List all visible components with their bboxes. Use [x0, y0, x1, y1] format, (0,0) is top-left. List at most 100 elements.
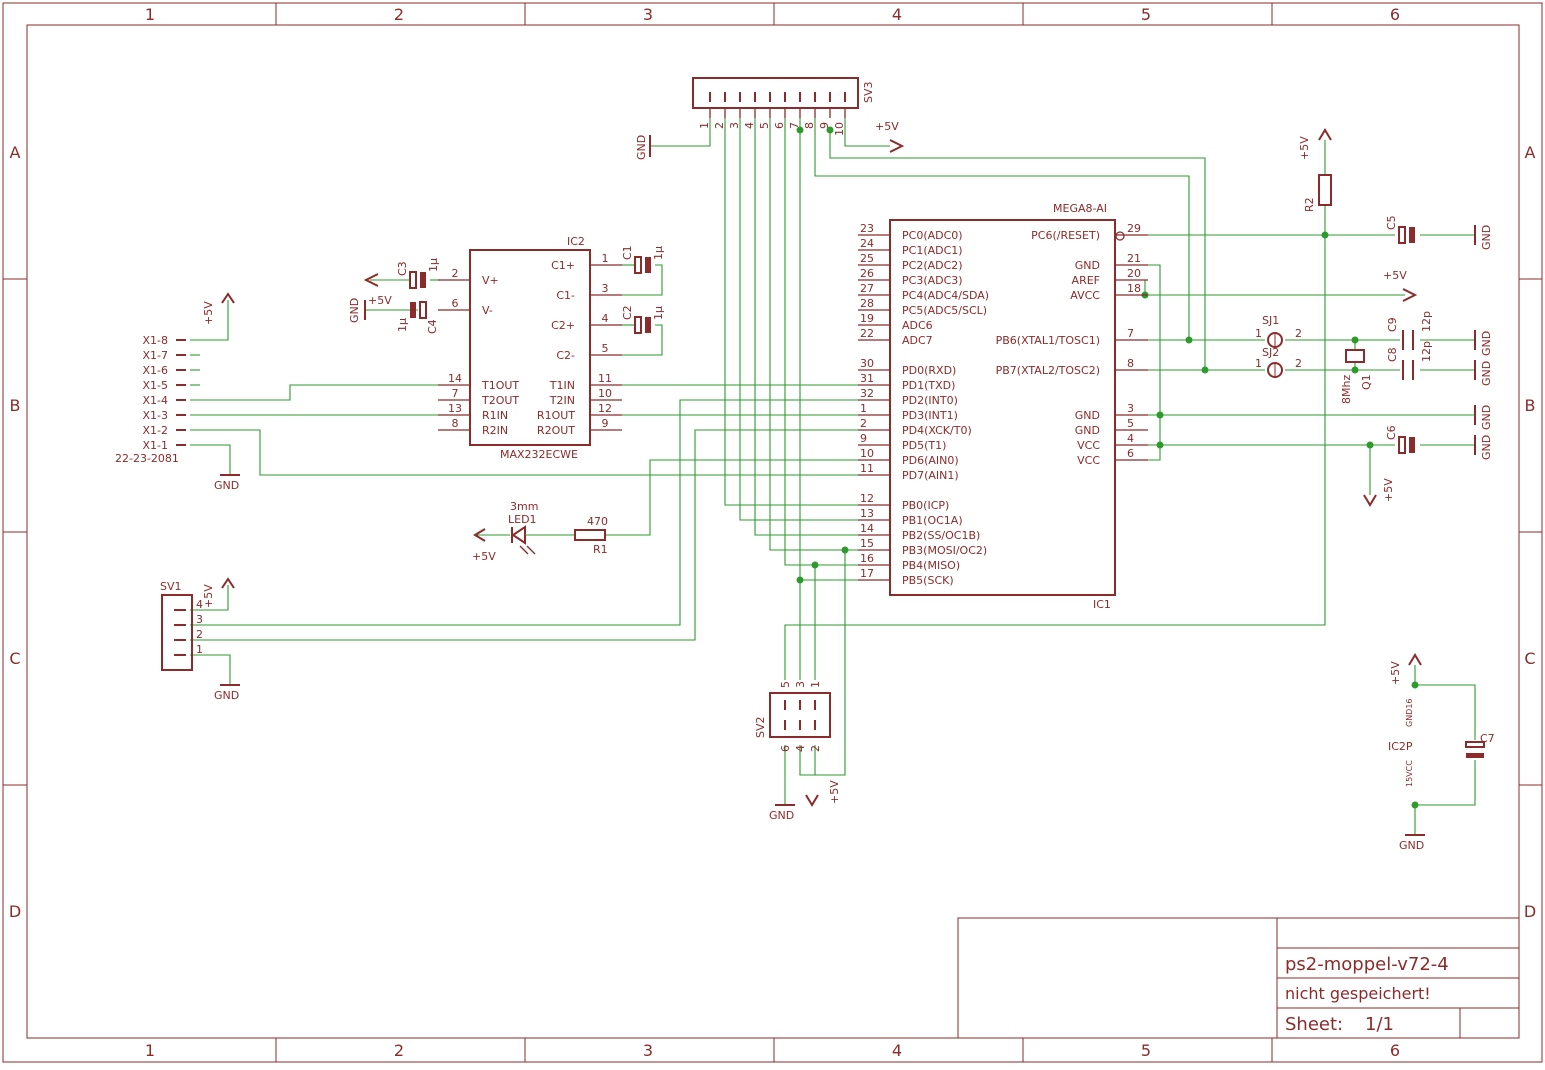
- sv2-5v-label: +5V: [828, 780, 841, 804]
- col-label-top-2: 2: [394, 5, 404, 24]
- ic1-pin-number: 18: [1127, 282, 1141, 295]
- sv2-gnd-label: GND: [769, 809, 794, 822]
- ic2-pin-name: R2OUT: [537, 424, 575, 437]
- ic1-pin-name: PD3(INT1): [902, 409, 958, 422]
- ic2p-5v-label: +5V: [1389, 661, 1402, 685]
- ic1-pin-number: 15: [860, 537, 874, 550]
- c2-value: 1µ: [652, 306, 665, 320]
- ic2-pin-name: C1+: [551, 259, 575, 272]
- ic2-pin-number: 4: [602, 312, 609, 325]
- sv2-pin-number: 6: [779, 745, 792, 752]
- ic2-pin-name: T1OUT: [481, 379, 519, 392]
- ic1-pin-number: 22: [860, 327, 874, 340]
- gnd-pin-label: GND: [1480, 405, 1493, 430]
- ic1-value-label: MEGA8-AI: [1053, 202, 1107, 215]
- ic2-pin-name: R1OUT: [537, 409, 575, 422]
- sj1-pin1: 1: [1255, 327, 1262, 340]
- ic2p-gnd16: GND16: [1405, 698, 1414, 727]
- sv2-pin-number: 4: [794, 745, 807, 752]
- q1-value: 8Mhz: [1340, 375, 1353, 404]
- ic1-pin-number: 21: [1127, 252, 1141, 265]
- c4-value: 1µ: [396, 318, 409, 332]
- ic2-value-label: MAX232ECWE: [500, 448, 578, 461]
- ic1-pin-number: 1: [860, 402, 867, 415]
- sv2-pin-number: 2: [809, 745, 822, 752]
- c5-label: C5: [1385, 215, 1398, 230]
- led-5v-label: +5V: [472, 550, 496, 563]
- ic1-pin-name: PD7(AIN1): [902, 469, 959, 482]
- row-label-left-b: B: [10, 396, 21, 415]
- ic1-pin-number: 32: [860, 387, 874, 400]
- ic1-pin-name: AVCC: [1070, 289, 1100, 302]
- c6-label: C6: [1385, 425, 1398, 440]
- x1-pin-label: X1-1: [142, 439, 168, 452]
- ic2-pin-number: 10: [598, 387, 612, 400]
- sv3-pin-number: 4: [743, 122, 756, 129]
- sv1-gnd-label: GND: [214, 689, 239, 702]
- ic2-pin-name: V+: [482, 274, 499, 287]
- ic2-capacitors: C1 1µ C2 1µ C3 1µ C4 1µ GND +5V: [348, 245, 665, 334]
- row-label-left-a: A: [10, 143, 21, 162]
- sv2-label: SV2: [754, 716, 767, 738]
- ic2-pin-name: C1-: [556, 289, 575, 302]
- sj2-label: SJ2: [1262, 346, 1279, 359]
- title-status: nicht gespeichert!: [1285, 984, 1431, 1003]
- col-label-bottom-2: 2: [394, 1041, 404, 1060]
- ic2-pin-name: R1IN: [482, 409, 508, 422]
- title-sheet-value: 1/1: [1365, 1014, 1394, 1035]
- sv3-5v-label: +5V: [875, 120, 899, 133]
- ic1-pin-name: PD5(T1): [902, 439, 946, 452]
- col-label-bottom-6: 6: [1390, 1041, 1400, 1060]
- vcc-5v-label: +5V: [1382, 478, 1395, 502]
- ic1-pin-name: PD2(INT0): [902, 394, 958, 407]
- ic1-pin-number: 31: [860, 372, 874, 385]
- sv1-pin-number: 3: [196, 613, 203, 626]
- ic1-pin-number: 6: [1127, 447, 1134, 460]
- sv3-pin-number: 8: [803, 122, 816, 129]
- x1-gnd-label: GND: [214, 479, 239, 492]
- ic2-pin-name: V-: [482, 304, 493, 317]
- sv1-pin-number: 2: [196, 628, 203, 641]
- avcc-5v-label: +5V: [1383, 269, 1407, 282]
- gnd-vcc-decoupling: GND C6 GND +5V: [1363, 405, 1493, 507]
- ic1-pin-number: 2: [860, 417, 867, 430]
- r1-name-label: R1: [593, 543, 608, 556]
- ic1-pin-name: PC4(ADC4/SDA): [902, 289, 989, 302]
- ic1-pin-name: PB4(MISO): [902, 559, 960, 572]
- title-name: ps2-moppel-v72-4: [1285, 954, 1449, 975]
- sv3-pin-number: 3: [728, 122, 741, 129]
- r2-name-label: R2: [1303, 197, 1316, 212]
- x1-pin-label: X1-7: [142, 349, 168, 362]
- ic1-pin-number: 29: [1127, 222, 1141, 235]
- row-label-right-b: B: [1525, 396, 1536, 415]
- col-label-top-4: 4: [892, 5, 902, 24]
- c3-value: 1µ: [427, 258, 440, 272]
- ic1-pin-number: 27: [860, 282, 874, 295]
- row-label-right-c: C: [1524, 649, 1535, 668]
- sv2-pin-number: 3: [794, 681, 807, 688]
- ic1-pin-name: PB1(OC1A): [902, 514, 963, 527]
- ic1-mega8: MEGA8-AI IC1 23PC0(ADC0)24PC1(ADC1)25PC2…: [858, 202, 1148, 611]
- ic2-pin-number: 6: [452, 297, 459, 310]
- sv1-pin-number: 1: [196, 643, 203, 656]
- sv2-pin-number: 5: [779, 681, 792, 688]
- sv3-pin-number: 5: [758, 122, 771, 129]
- q1-label: Q1: [1360, 374, 1373, 390]
- ic2-pin-name: C2-: [556, 349, 575, 362]
- ic1-pin-name: VCC: [1077, 454, 1100, 467]
- ic1-pin-number: 12: [860, 492, 874, 505]
- ic1-pin-name: PB7(XTAL2/TOSC2): [996, 364, 1100, 377]
- ic1-pin-name: ADC6: [902, 319, 933, 332]
- ic1-pin-name: PD0(RXD): [902, 364, 956, 377]
- ic1-pin-number: 23: [860, 222, 874, 235]
- ic2-pin-number: 5: [602, 342, 609, 355]
- c9-gnd-label: GND: [1480, 331, 1493, 356]
- ic1-pin-name: PB0(ICP): [902, 499, 949, 512]
- crystal-network: SJ1 SJ2 1 2 1 2 Q1 8Mhz C9 C8 12p 12p GN…: [1255, 311, 1493, 404]
- sv3-label: SV3: [862, 81, 875, 103]
- ic1-pin-name: GND: [1075, 259, 1100, 272]
